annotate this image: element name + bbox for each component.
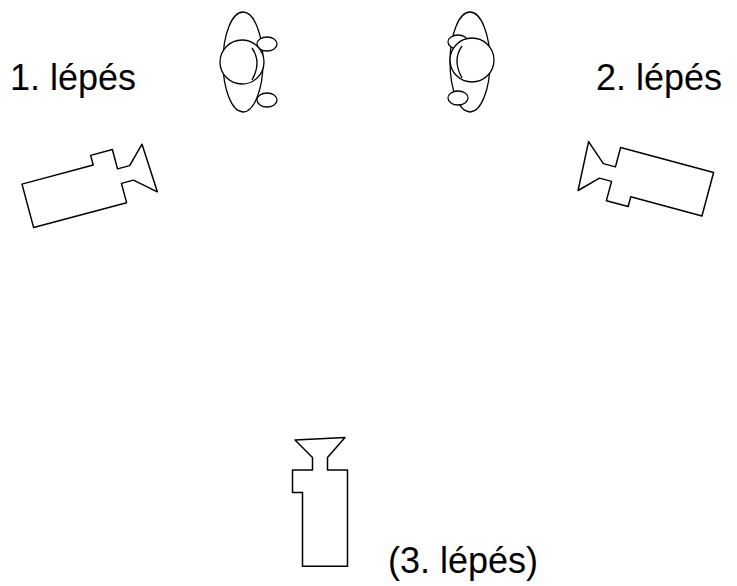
step-label: (3. lépés)	[388, 540, 538, 581]
person-left	[220, 12, 277, 112]
step-label: 2. lépés	[596, 57, 722, 98]
camera-3	[293, 438, 348, 567]
camera-2	[575, 139, 714, 225]
camera-1	[19, 141, 158, 227]
person-right	[448, 12, 494, 112]
step-label: 1. lépés	[10, 57, 136, 98]
